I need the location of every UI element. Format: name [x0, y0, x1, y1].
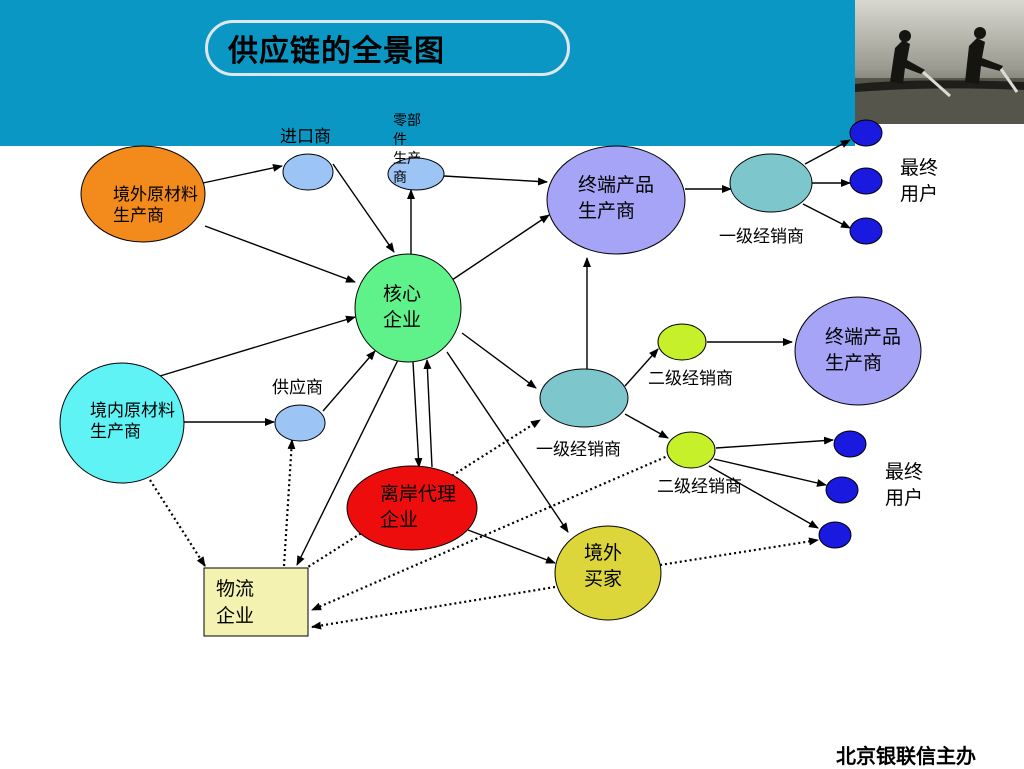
node-terminal-top	[546, 145, 686, 255]
edge-logistics-supplier	[282, 439, 296, 567]
edge-dist2b-logistics	[311, 453, 671, 612]
edge-overseas-importer	[202, 163, 283, 184]
edge-dist1-user1	[804, 139, 851, 165]
edge-logistics-dist1mid	[299, 419, 541, 573]
edge-domestic-logistics	[149, 479, 206, 567]
edge-offshore-buyer	[467, 529, 556, 564]
edge-offshore-core	[423, 359, 433, 468]
node-dist2-b	[666, 431, 716, 469]
edge-supplier-core	[322, 350, 376, 412]
node-user-2	[849, 167, 883, 195]
edge-core-terminal	[451, 214, 550, 281]
node-dist1-mid	[539, 368, 629, 428]
label-core: 核心 企业	[383, 283, 422, 331]
edge-buyer-logistics	[311, 585, 556, 630]
node-offshore	[346, 465, 478, 551]
edge-core-logistics	[296, 359, 399, 566]
footer-organizer: 北京银联信主办	[836, 744, 976, 768]
node-user-3	[849, 217, 883, 245]
node-dist2-a	[657, 323, 707, 361]
node-user-6	[818, 521, 852, 549]
label-dist2-b: 二级经销商	[657, 477, 742, 497]
edge-buyer-user6	[659, 537, 819, 567]
edge-core-dist1mid	[461, 332, 537, 389]
edge-core-buyer	[446, 351, 569, 533]
rowers-photo	[855, 0, 1024, 124]
label-offshore: 离岸代理 企业	[380, 483, 457, 531]
node-user-5	[825, 476, 859, 504]
title-box: 供应链的全景图	[205, 20, 570, 76]
node-user-4	[833, 430, 867, 458]
label-supplier: 供应商	[272, 378, 323, 398]
node-user-1	[849, 119, 883, 147]
label-end-user-top: 最终 用户	[900, 157, 939, 205]
label-logistics: 物流 企业	[216, 578, 255, 627]
node-terminal-mid	[794, 296, 922, 406]
edge-domestic-core	[159, 315, 356, 377]
edge-dist1mid-dist2a	[624, 348, 659, 387]
node-parts	[387, 157, 445, 191]
edge-dist2b-user5	[713, 458, 827, 487]
label-parts: 零部 件 生产 商	[393, 113, 421, 186]
edge-dist2b-user6	[708, 465, 819, 529]
label-dist1-mid: 一级经销商	[536, 440, 621, 460]
label-terminal-top: 终端产品 生产商	[578, 174, 655, 222]
edge-core-offshore	[412, 361, 423, 468]
edge-importer-core	[332, 163, 395, 253]
label-domestic-raw: 境内原材料 生产商	[90, 401, 175, 443]
edge-overseas-core	[204, 225, 356, 283]
edge-dist2b-user4	[715, 436, 834, 449]
node-supplier	[274, 404, 326, 442]
node-domestic-raw	[59, 362, 185, 484]
node-importer	[282, 153, 334, 191]
label-importer: 进口商	[280, 127, 331, 147]
label-overseas-raw: 境外原材料 生产商	[113, 185, 198, 227]
label-end-user-bottom: 最终 用户	[885, 461, 924, 509]
label-dist2-a: 二级经销商	[648, 369, 733, 389]
label-terminal-mid: 终端产品 生产商	[825, 326, 902, 374]
page-title: 供应链的全景图	[228, 34, 445, 69]
node-overseas-buyer	[554, 525, 662, 621]
node-overseas-raw	[80, 145, 206, 243]
node-dist1-top	[729, 153, 813, 213]
edge-parts-terminal	[443, 175, 548, 186]
label-overseas-buyer: 境外 买家	[584, 542, 623, 590]
node-core	[354, 253, 462, 363]
node-logistics	[203, 567, 309, 637]
edge-dist1-user3	[802, 203, 851, 229]
edge-dist1mid-dist2b	[624, 413, 669, 439]
label-dist1-top: 一级经销商	[719, 227, 804, 247]
